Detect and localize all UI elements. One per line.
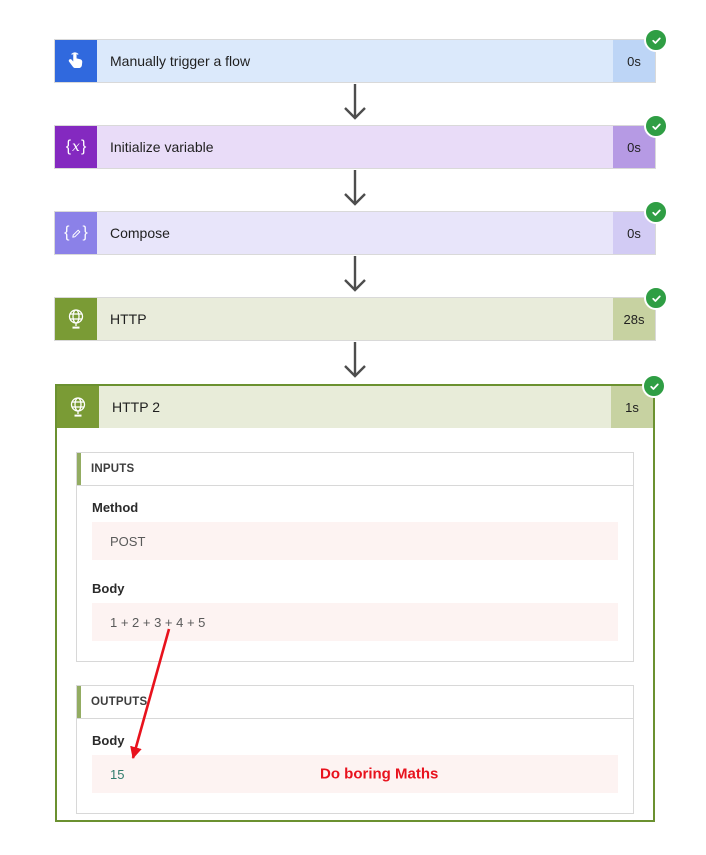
accent-bar <box>77 686 81 718</box>
outputs-panel-header: OUTPUTS <box>77 686 633 719</box>
method-value-box: POST <box>92 522 618 560</box>
step-http-2-header[interactable]: HTTP 2 1s <box>57 386 653 428</box>
inputs-panel: INPUTS Method POST Body 1 + 2 + 3 + 4 + … <box>76 452 634 662</box>
globe-icon <box>57 386 99 428</box>
check-circle-icon <box>644 114 668 138</box>
inputs-panel-header: INPUTS <box>77 453 633 486</box>
step-duration: 28s <box>613 298 655 340</box>
step-compose[interactable]: {} Compose 0s <box>55 200 668 254</box>
input-body-value: 1 + 2 + 3 + 4 + 5 <box>110 614 206 630</box>
input-body-value-box: 1 + 2 + 3 + 4 + 5 <box>92 603 618 641</box>
step-title: HTTP 2 <box>99 386 611 428</box>
tap-icon <box>55 40 97 82</box>
compose-braces-pencil-icon: {} <box>55 212 97 254</box>
step-http[interactable]: HTTP 28s <box>55 286 668 340</box>
outputs-panel-body: Body 15 Do boring Maths <box>77 719 633 813</box>
check-circle-icon <box>644 200 668 224</box>
step-initialize-variable[interactable]: {x} Initialize variable 0s <box>55 114 668 168</box>
step-title: Compose <box>97 212 613 254</box>
connector-arrow-icon <box>344 170 366 206</box>
body-label: Body <box>92 733 125 748</box>
globe-icon <box>55 298 97 340</box>
connector-arrow-icon <box>344 84 366 120</box>
spacer <box>92 560 618 581</box>
connector-arrow-icon <box>344 342 366 378</box>
step-title: Initialize variable <box>97 126 613 168</box>
output-body-value: 15 <box>110 766 125 782</box>
variable-braces-icon: {x} <box>55 126 97 168</box>
body-label: Body <box>92 581 125 596</box>
check-circle-icon <box>644 28 668 52</box>
method-value: POST <box>110 533 146 549</box>
step-http-2-expanded-card: HTTP 2 1s INPUTS Method POST Body 1 + 2 … <box>55 374 666 822</box>
step-title: Manually trigger a flow <box>97 40 613 82</box>
inputs-heading: INPUTS <box>91 463 135 475</box>
method-label: Method <box>92 500 139 515</box>
accent-bar <box>77 453 81 485</box>
output-body-value-box: 15 Do boring Maths <box>92 755 618 793</box>
step-manually-trigger-a-flow[interactable]: Manually trigger a flow 0s <box>55 28 668 82</box>
step-title: HTTP <box>97 298 613 340</box>
check-circle-icon <box>644 286 668 310</box>
check-circle-icon <box>642 374 666 398</box>
outputs-panel: OUTPUTS Body 15 Do boring Maths <box>76 685 634 814</box>
inputs-panel-body: Method POST Body 1 + 2 + 3 + 4 + 5 <box>77 486 633 661</box>
annotation-text: Do boring Maths <box>320 765 439 783</box>
outputs-heading: OUTPUTS <box>91 696 148 708</box>
connector-arrow-icon <box>344 256 366 292</box>
